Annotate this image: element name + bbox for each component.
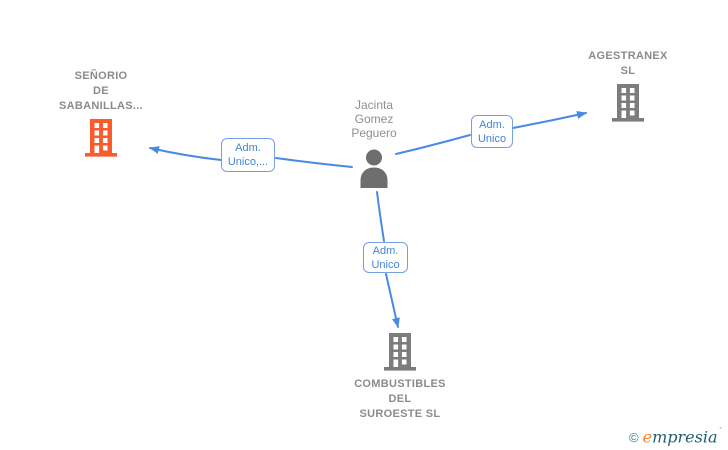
person-icon [360, 149, 388, 188]
edge-label-adm-unico-bottom: Adm. Unico [363, 242, 408, 273]
logo-first-letter: e [642, 427, 653, 446]
building-icon [85, 119, 117, 157]
building-icon [612, 84, 644, 122]
edge-person-to-company-right-segment [395, 134, 471, 155]
company-name-label: AGESTRANEX SL [588, 50, 668, 77]
building-icon [384, 333, 416, 371]
node-company-senorio-de-sabanillas[interactable]: SEÑORIO DE SABANILLAS... [40, 69, 162, 157]
company-name-label: COMBUSTIBLES DEL SUROESTE SL [354, 378, 446, 420]
logo-rest: mpresia [652, 427, 718, 446]
edge-label-adm-unico-left: Adm. Unico,... [221, 138, 275, 172]
edge-person-to-company-right-arrow [512, 111, 587, 129]
company-name-label: SEÑORIO DE SABANILLAS... [59, 70, 143, 112]
edge-person-to-company-bottom-segment [376, 191, 385, 242]
logo-accent-mark: ´ [716, 425, 723, 439]
empresia-logo: empresia´ [643, 426, 722, 446]
node-person-jacinta-gomez-peguero[interactable]: Jacinta Gomez Peguero [314, 98, 434, 188]
person-name-label: Jacinta Gomez Peguero [351, 98, 397, 140]
node-company-agestranex[interactable]: AGESTRANEX SL [567, 49, 689, 122]
empresia-watermark: © empresia´ [629, 426, 722, 446]
edge-label-adm-unico-right: Adm. Unico [471, 115, 513, 148]
edge-person-to-company-bottom-arrow [385, 273, 400, 328]
copyright-icon: © [629, 430, 639, 445]
edge-person-to-company-left-segment [275, 157, 353, 168]
edge-person-to-company-left-arrow [149, 146, 222, 161]
node-company-combustibles-del-suroeste[interactable]: COMBUSTIBLES DEL SUROESTE SL [335, 333, 465, 422]
